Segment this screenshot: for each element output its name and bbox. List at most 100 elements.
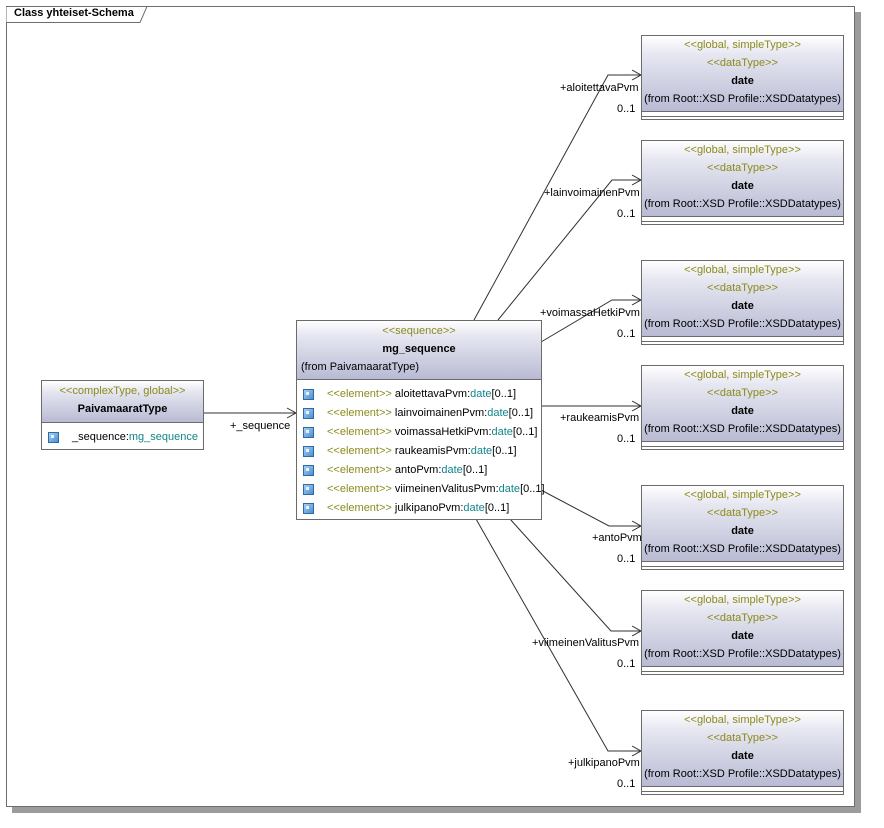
date-type-class-aloitettavaPvm[interactable]: <<global, simpleType>> <<dataType>> date…	[641, 35, 848, 124]
class-stereotype-2: <<dataType>>	[707, 612, 778, 624]
element-stereotype: <<element>>	[327, 445, 392, 457]
element-separator: :	[467, 388, 471, 400]
class-stereotype-2: <<dataType>>	[707, 57, 778, 69]
mg-sequence-class[interactable]: <<sequence>> mg_sequence (from Paivamaar…	[296, 320, 546, 524]
class-stereotype: <<complexType, global>>	[59, 385, 186, 397]
multiplicity-julkipanoPvm: 0..1	[617, 778, 636, 790]
class-stereotype-2: <<dataType>>	[707, 507, 778, 519]
class-header: <<global, simpleType>> <<dataType>> date…	[642, 591, 843, 667]
element-list: <<element>> aloitettavaPvm:date[0..1] <<…	[297, 385, 545, 518]
class-from: (from PaivamaaratType)	[301, 361, 419, 373]
connector-voimassaHetkiPvm[interactable]	[540, 299, 641, 343]
element-type: date	[463, 502, 485, 514]
element-row[interactable]: <<element>> viimeinenValitusPvm:date[0..…	[297, 480, 545, 499]
element-stereotype: <<element>>	[327, 426, 392, 438]
class-name: date	[731, 300, 754, 312]
element-separator: :	[438, 464, 442, 476]
element-type: date	[487, 407, 509, 419]
class-from: (from Root::XSD Profile::XSDDatatypes)	[644, 423, 841, 435]
class-stereotype: <<global, simpleType>>	[684, 144, 801, 156]
class-name: date	[731, 525, 754, 537]
element-name: aloitettavaPvm	[394, 388, 468, 400]
class-from: (from Root::XSD Profile::XSDDatatypes)	[644, 198, 841, 210]
date-type-class-raukeamisPvm[interactable]: <<global, simpleType>> <<dataType>> date…	[641, 365, 848, 454]
element-row[interactable]: <<element>> antoPvm:date[0..1]	[297, 461, 541, 480]
element-row[interactable]: <<element>> voimassaHetkiPvm:date[0..1]	[297, 423, 541, 442]
tab-outline	[6, 6, 148, 23]
element-row[interactable]: <<element>> raukeamisPvm:date[0..1]	[297, 442, 541, 461]
class-stereotype: <<global, simpleType>>	[684, 39, 801, 51]
attribute-name: _sequence	[72, 431, 126, 443]
class-stereotype: <<global, simpleType>>	[684, 594, 801, 606]
element-mult: [0..1]	[492, 445, 517, 457]
class-header: <<global, simpleType>> <<dataType>> date…	[642, 36, 843, 112]
class-name: date	[731, 750, 754, 762]
element-icon	[303, 484, 314, 495]
element-row[interactable]: <<element>> lainvoimainenPvm:date[0..1]	[297, 404, 541, 423]
class-stereotype-2: <<dataType>>	[707, 162, 778, 174]
class-header: <<global, simpleType>> <<dataType>> date…	[642, 366, 843, 442]
class-compartment-separator	[642, 446, 843, 447]
class-header: <<global, simpleType>> <<dataType>> date…	[642, 261, 843, 337]
class-name: PaivamaaratType	[77, 403, 168, 415]
connector-aloitettavaPvm[interactable]	[473, 74, 641, 321]
connector-viimeinenValitusPvm[interactable]	[509, 518, 641, 632]
element-name: raukeamisPvm	[394, 445, 468, 457]
paivamaarat-type-class[interactable]: <<complexType, global>> PaivamaaratType …	[41, 380, 208, 454]
connector-julkipanoPvm[interactable]	[475, 518, 641, 752]
role-label-raukeamisPvm: +raukeamisPvm	[560, 412, 640, 424]
class-compartment-separator	[642, 791, 843, 792]
element-row[interactable]: <<element>> julkipanoPvm:date[0..1]	[297, 499, 541, 518]
class-header: <<global, simpleType>> <<dataType>> date…	[642, 486, 843, 562]
element-stereotype: <<element>>	[327, 388, 392, 400]
element-type: date	[441, 464, 463, 476]
attribute-row[interactable]: _sequence:mg_sequence	[42, 428, 203, 447]
class-stereotype-2: <<dataType>>	[707, 282, 778, 294]
element-name: voimassaHetkiPvm	[394, 426, 489, 438]
class-stereotype: <<global, simpleType>>	[684, 489, 801, 501]
class-name: date	[731, 405, 754, 417]
class-stereotype: <<sequence>>	[382, 325, 456, 337]
element-separator: :	[467, 445, 471, 457]
element-icon	[303, 389, 314, 400]
class-compartment-separator	[642, 341, 843, 342]
class-header: <<global, simpleType>> <<dataType>> date…	[642, 711, 843, 787]
date-type-class-voimassaHetkiPvm[interactable]: <<global, simpleType>> <<dataType>> date…	[641, 260, 848, 349]
element-stereotype: <<element>>	[327, 464, 392, 476]
class-stereotype-2: <<dataType>>	[707, 387, 778, 399]
date-type-class-julkipanoPvm[interactable]: <<global, simpleType>> <<dataType>> date…	[641, 710, 848, 799]
element-name: julkipanoPvm	[394, 502, 461, 514]
attribute-separator: :	[125, 431, 129, 443]
element-icon	[303, 408, 314, 419]
multiplicity-antoPvm: 0..1	[617, 553, 636, 565]
element-row[interactable]: <<element>> aloitettavaPvm:date[0..1]	[297, 385, 541, 404]
element-stereotype: <<element>>	[327, 502, 392, 514]
connector-antoPvm[interactable]	[540, 489, 641, 527]
attribute-text: _sequence:mg_sequence	[72, 428, 198, 447]
class-name: date	[731, 630, 754, 642]
multiplicity-aloitettavaPvm: 0..1	[617, 103, 636, 115]
element-name: lainvoimainenPvm	[394, 407, 485, 419]
connector-lainvoimainenPvm[interactable]	[497, 179, 641, 321]
role-label-aloitettavaPvm: +aloitettavaPvm	[560, 82, 639, 94]
class-from: (from Root::XSD Profile::XSDDatatypes)	[644, 93, 841, 105]
date-type-class-antoPvm[interactable]: <<global, simpleType>> <<dataType>> date…	[641, 485, 848, 574]
element-type: date	[470, 388, 492, 400]
class-from: (from Root::XSD Profile::XSDDatatypes)	[644, 543, 841, 555]
class-stereotype: <<global, simpleType>>	[684, 369, 801, 381]
diagram-title: Class yhteiset-Schema	[14, 7, 134, 19]
multiplicity-voimassaHetkiPvm: 0..1	[617, 328, 636, 340]
element-type: date	[470, 445, 493, 457]
element-icon	[303, 446, 314, 457]
class-compartment-separator	[642, 116, 843, 117]
element-separator: :	[460, 502, 464, 514]
element-separator: :	[484, 407, 488, 419]
date-type-class-lainvoimainenPvm[interactable]: <<global, simpleType>> <<dataType>> date…	[641, 140, 848, 229]
class-from: (from Root::XSD Profile::XSDDatatypes)	[644, 648, 841, 660]
element-icon	[303, 465, 314, 476]
role-label-lainvoimainenPvm: +lainvoimainenPvm	[544, 187, 640, 199]
date-type-class-viimeinenValitusPvm[interactable]: <<global, simpleType>> <<dataType>> date…	[641, 590, 848, 679]
element-mult: [0..1]	[520, 483, 545, 495]
element-separator: :	[488, 426, 492, 438]
attribute-icon	[48, 432, 59, 443]
